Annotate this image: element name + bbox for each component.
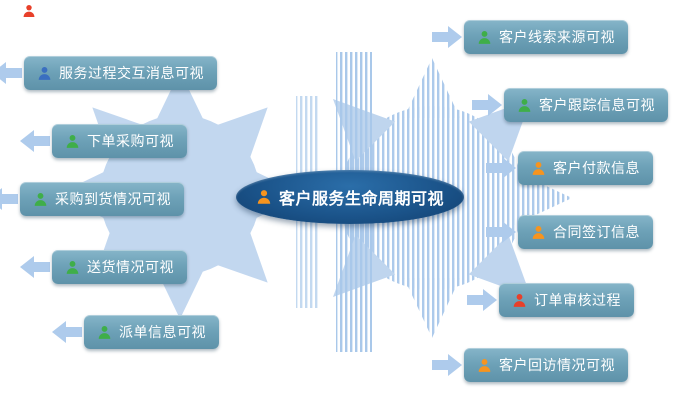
node-label: 客户线索来源可视: [499, 29, 615, 45]
person-icon: [33, 192, 48, 207]
node-label: 客户付款信息: [553, 160, 640, 176]
arrow-right-icon: [432, 26, 462, 48]
node-contract-signing-info: 合同签订信息: [518, 215, 653, 249]
node-label: 订单审核过程: [534, 292, 621, 308]
diagram-node-row: 下单采购可视: [20, 124, 187, 158]
arrow-right-icon: [472, 94, 502, 116]
node-order-purchase-visibility: 下单采购可视: [52, 124, 187, 158]
diagram-node-row: 客户跟踪信息可视: [472, 88, 668, 122]
node-label: 派单信息可视: [119, 324, 206, 340]
node-customer-revisit-visibility: 客户回访情况可视: [464, 348, 628, 382]
node-label: 下单采购可视: [87, 133, 174, 149]
person-icon: [256, 189, 272, 205]
person-icon: [65, 134, 80, 149]
stray-person-marker: [22, 4, 36, 18]
person-icon: [22, 4, 36, 18]
person-icon: [65, 260, 80, 275]
arrow-right-icon: [486, 157, 516, 179]
diagram-node-row: 订单审核过程: [467, 283, 634, 317]
node-label: 采购到货情况可视: [55, 191, 171, 207]
node-dispatch-info-visibility: 派单信息可视: [84, 315, 219, 349]
node-delivery-status-visibility: 送货情况可视: [52, 250, 187, 284]
node-label: 服务过程交互消息可视: [59, 65, 204, 81]
arrow-left-icon: [20, 256, 50, 278]
node-lifecycle-center: 客户服务生命周期可视: [236, 170, 464, 224]
diagram-node-row: 客户回访情况可视: [432, 348, 628, 382]
arrow-right-icon: [432, 354, 462, 376]
node-label: 客户跟踪信息可视: [539, 97, 655, 113]
diagram-node-row: 客户线索来源可视: [432, 20, 628, 54]
diagram-node-row: 客户付款信息: [486, 151, 653, 185]
node-order-review-process: 订单审核过程: [499, 283, 634, 317]
person-icon: [37, 66, 52, 81]
diagram-node-row: 派单信息可视: [52, 315, 219, 349]
person-icon: [512, 293, 527, 308]
person-icon: [531, 225, 546, 240]
center-title: 客户服务生命周期可视: [278, 191, 444, 208]
arrow-right-icon: [486, 221, 516, 243]
node-label: 合同签订信息: [553, 224, 640, 240]
diagram-node-row: 送货情况可视: [20, 250, 187, 284]
arrow-left-icon: [0, 62, 22, 84]
person-icon: [477, 30, 492, 45]
arrow-right-icon: [467, 289, 497, 311]
arrow-left-icon: [52, 321, 82, 343]
person-icon: [97, 325, 112, 340]
node-label: 客户回访情况可视: [499, 357, 615, 373]
node-customer-payment-info: 客户付款信息: [518, 151, 653, 185]
person-icon: [517, 98, 532, 113]
diagram-node-row: 采购到货情况可视: [0, 182, 184, 216]
node-service-interaction-visibility: 服务过程交互消息可视: [24, 56, 217, 90]
arrow-left-icon: [20, 130, 50, 152]
diagram-node-row: 服务过程交互消息可视: [0, 56, 217, 90]
person-icon: [531, 161, 546, 176]
node-customer-leads-visibility: 客户线索来源可视: [464, 20, 628, 54]
arrow-left-icon: [0, 188, 18, 210]
node-purchase-arrival-visibility: 采购到货情况可视: [20, 182, 184, 216]
node-label: 送货情况可视: [87, 259, 174, 275]
node-customer-tracking-visibility: 客户跟踪信息可视: [504, 88, 668, 122]
person-icon: [477, 358, 492, 373]
diagram-node-row: 合同签订信息: [486, 215, 653, 249]
